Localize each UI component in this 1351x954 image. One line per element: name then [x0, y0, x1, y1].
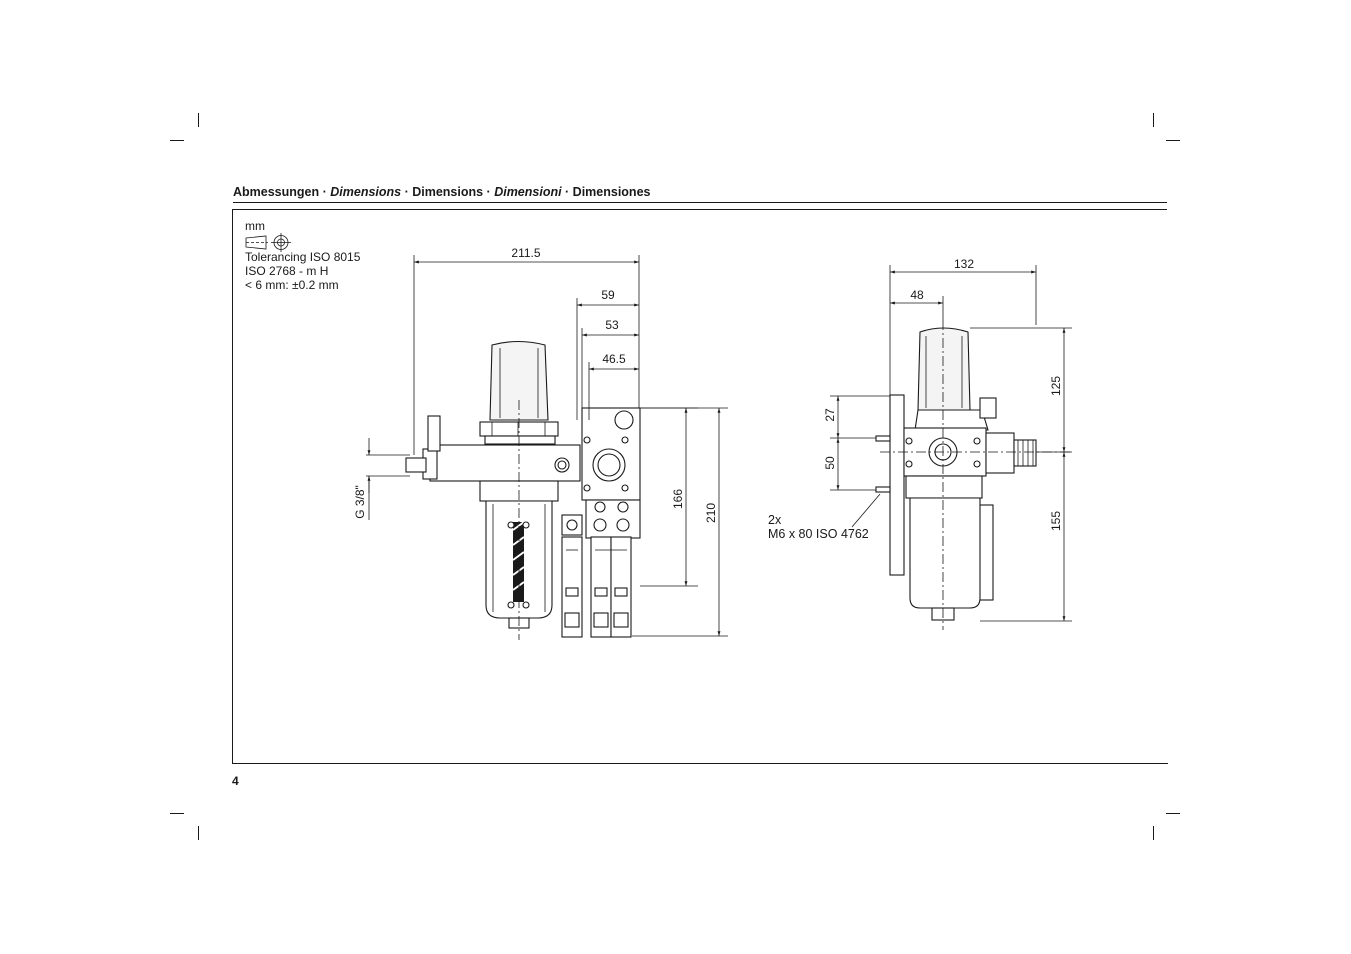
crop-mark	[1166, 140, 1180, 141]
tolerance-line-2: ISO 2768 - m H	[245, 264, 329, 278]
crop-mark	[198, 113, 199, 127]
crop-mark	[1153, 113, 1154, 127]
header-rule	[233, 202, 1167, 203]
drawing-frame	[232, 209, 1168, 764]
screw-spec: M6 x 80 ISO 4762	[768, 527, 869, 541]
tolerance-line-3: < 6 mm: ±0.2 mm	[245, 278, 339, 292]
tolerance-line-1: Tolerancing ISO 8015	[245, 250, 361, 264]
title-de: Abmessungen ·	[233, 185, 331, 199]
port-thread-label: G 3/8"	[353, 485, 367, 519]
dim-210: 210	[704, 503, 718, 523]
tolerance-block: mm Tolerancing ISO 8015 ISO 2768 - m H <…	[245, 219, 360, 292]
crop-mark	[170, 140, 184, 141]
dim-46-5: 46.5	[602, 352, 626, 366]
unit-label: mm	[245, 219, 265, 233]
dim-27: 27	[823, 408, 837, 422]
title-fr: · Dimensions ·	[401, 185, 495, 199]
crop-mark	[170, 813, 184, 814]
dim-211-5: 211.5	[511, 246, 540, 260]
crop-mark	[198, 826, 199, 840]
crop-mark	[1153, 826, 1154, 840]
crop-mark	[1166, 813, 1180, 814]
screw-count: 2x	[768, 513, 782, 527]
dim-166: 166	[671, 489, 685, 509]
dim-48: 48	[910, 288, 924, 302]
header-rule-lower	[233, 209, 1167, 210]
dim-50: 50	[823, 456, 837, 470]
dim-53: 53	[605, 318, 619, 332]
title-es: · Dimensiones	[561, 185, 651, 199]
dim-59: 59	[601, 288, 615, 302]
front-view-dimensions: 211.5 59 53 46.5 166 210 G 3/8"	[353, 246, 728, 637]
dim-155: 155	[1049, 511, 1063, 531]
title-it: Dimensioni	[494, 185, 562, 199]
section-title: Abmessungen · Dimensions · Dimensions · …	[233, 185, 650, 199]
side-view-drawing	[875, 320, 1070, 630]
title-en: Dimensions	[330, 185, 402, 199]
side-view-dimensions: 132 48 125 155 27 50 2x M6 x 80 ISO 4762	[768, 257, 1072, 622]
dim-125: 125	[1049, 376, 1063, 396]
projection-symbol-icon	[245, 233, 291, 252]
page-number: 4	[232, 774, 239, 788]
dim-132: 132	[954, 257, 974, 271]
front-view-drawing	[405, 340, 641, 640]
